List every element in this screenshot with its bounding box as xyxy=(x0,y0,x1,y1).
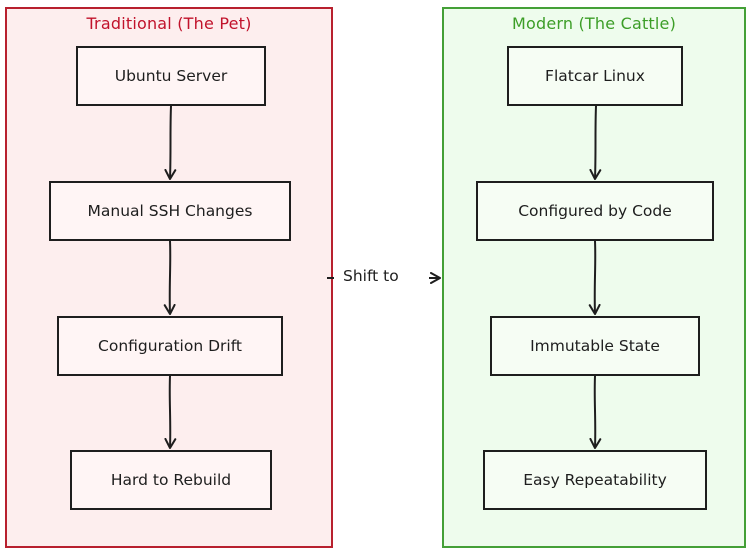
node-easy-repeatability: Easy Repeatability xyxy=(483,450,707,510)
node-flatcar-linux: Flatcar Linux xyxy=(507,46,683,106)
node-ubuntu-server: Ubuntu Server xyxy=(76,46,266,106)
node-manual-ssh-changes: Manual SSH Changes xyxy=(49,181,291,241)
modern-group-title: Modern (The Cattle) xyxy=(511,14,677,33)
node-configuration-drift: Configuration Drift xyxy=(57,316,283,376)
node-hard-to-rebuild: Hard to Rebuild xyxy=(70,450,272,510)
node-configured-by-code: Configured by Code xyxy=(476,181,714,241)
shift-to-label: Shift to xyxy=(341,267,401,285)
traditional-group-title: Traditional (The Pet) xyxy=(86,14,252,33)
node-immutable-state: Immutable State xyxy=(490,316,700,376)
